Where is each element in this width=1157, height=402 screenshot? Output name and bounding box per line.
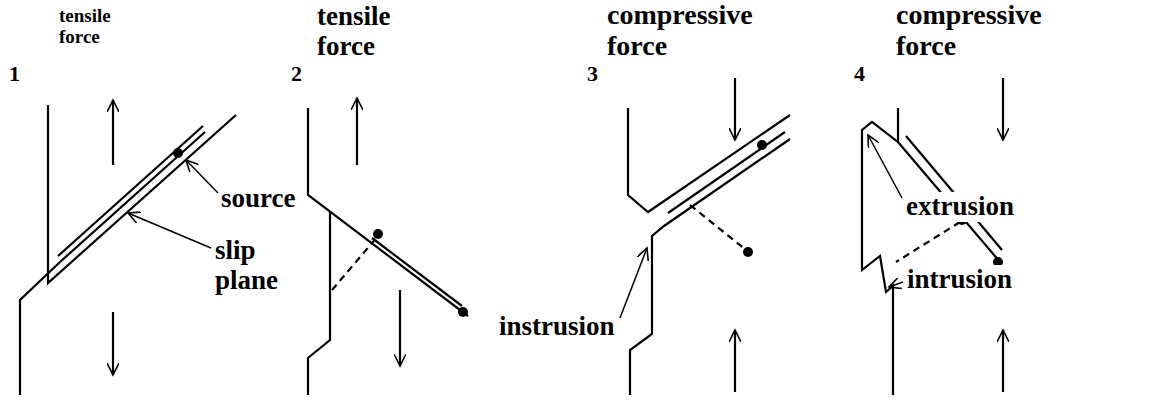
slip-plane-line [372,238,462,306]
old-slip-line [332,236,378,290]
force-arrow [399,290,401,366]
specimen-surface [20,132,205,395]
specimen-surface [862,108,898,395]
panel-number: 2 [290,62,303,86]
specimen-surface [308,108,468,316]
force-label: tensile force [58,6,140,48]
part-label: source [220,184,297,214]
leader-line [889,282,903,287]
source-dot [757,140,767,150]
source-dot [373,229,383,239]
source-dot [743,247,753,257]
feature-label: instrusion [498,312,616,342]
old-slip-line [896,222,960,262]
slip-plane-line [58,126,203,256]
leader-line [868,135,902,198]
feature-label: intrusion [906,265,1013,295]
specimen-surface [48,105,236,283]
force-arrow [112,312,114,375]
source-dot [458,307,468,317]
force-arrow [1002,330,1004,392]
panel-number: 1 [8,62,21,86]
leader-line [620,248,647,318]
part-label: slip plane [214,236,316,295]
force-label: tensile force [316,2,433,61]
force-label: compressive force [606,0,808,62]
specimen-surface [630,139,790,395]
force-arrow [1002,78,1004,140]
old-slip-line [690,205,746,250]
leader-line [128,213,211,248]
panel-number: 3 [586,62,599,86]
specimen-surface [628,108,790,212]
panel-number: 4 [853,62,866,86]
force-arrow [112,100,114,165]
force-label: compressive force [895,0,1097,62]
force-arrow [734,78,736,140]
source-dot [173,148,183,158]
slip-plane-line [668,132,785,213]
feature-label: extrusion [905,192,1015,222]
leader-line [186,160,218,193]
force-arrow [734,330,736,392]
force-arrow [356,98,358,165]
